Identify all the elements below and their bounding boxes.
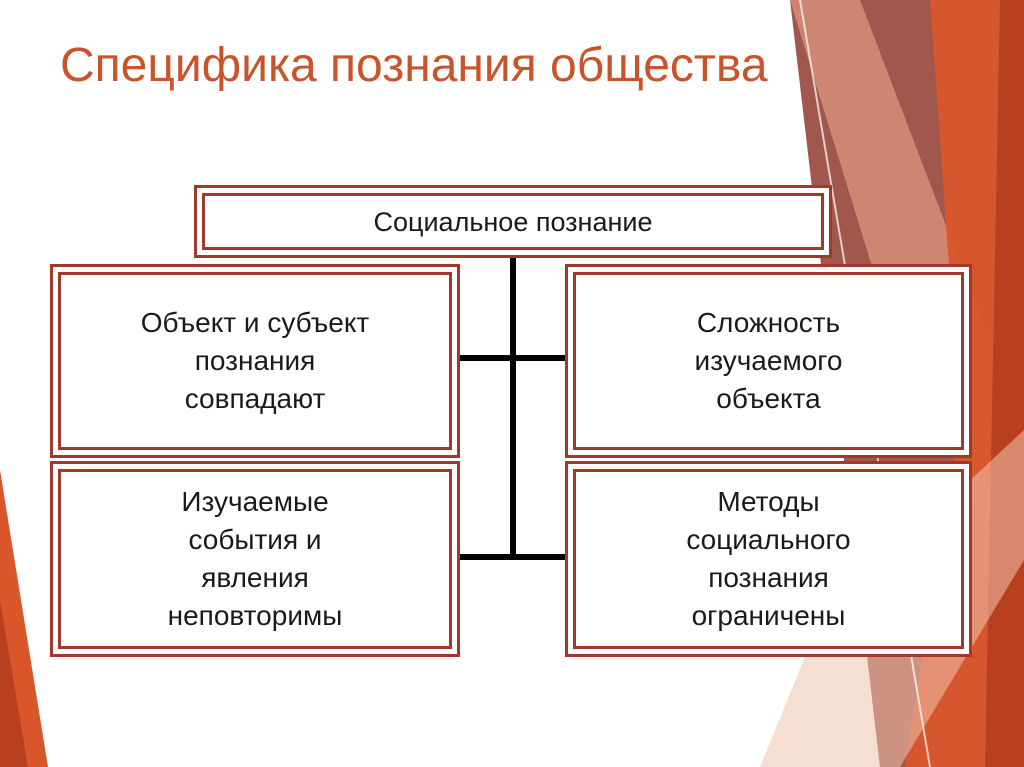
connector-vertical bbox=[510, 256, 516, 558]
node-box-bottom-right: Методы социального познания ограничены bbox=[565, 461, 972, 657]
connector-horizontal-top bbox=[460, 355, 566, 361]
root-label: Социальное познание bbox=[202, 193, 824, 250]
node-label-top-right: Сложность изучаемого объекта bbox=[573, 272, 964, 450]
node-label-bottom-left: Изучаемые события и явления неповторимы bbox=[58, 469, 452, 649]
node-label-bottom-right: Методы социального познания ограничены bbox=[573, 469, 964, 649]
node-box-top-left: Объект и субъект познания совпадают bbox=[50, 264, 460, 458]
root-box: Социальное познание bbox=[194, 185, 832, 258]
connector-horizontal-bottom bbox=[460, 554, 566, 560]
node-box-bottom-left: Изучаемые события и явления неповторимы bbox=[50, 461, 460, 657]
node-label-top-left: Объект и субъект познания совпадают bbox=[58, 272, 452, 450]
slide-title: Специфика познания общества bbox=[60, 39, 768, 92]
decor-shape-left-dark bbox=[0, 600, 28, 767]
node-box-top-right: Сложность изучаемого объекта bbox=[565, 264, 972, 458]
